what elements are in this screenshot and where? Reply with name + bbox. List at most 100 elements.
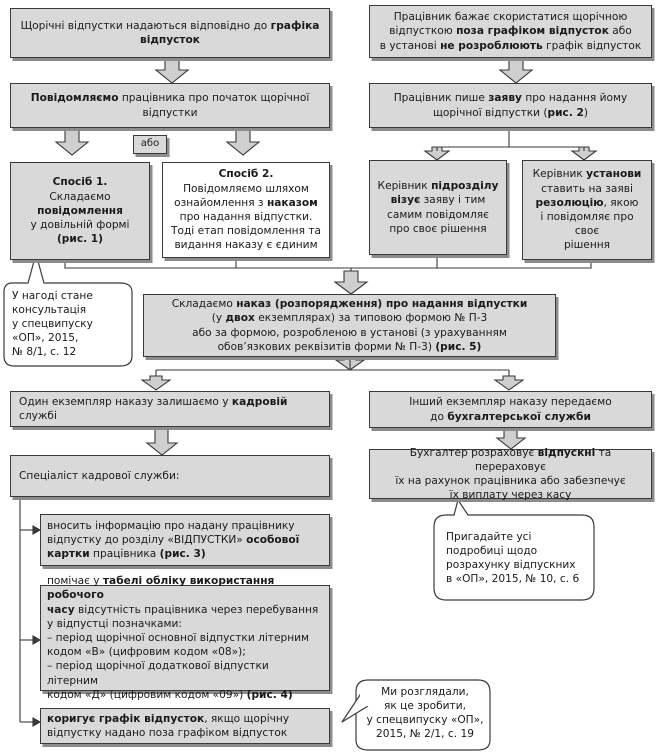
calc-line-1: Пригадайте усі [446, 531, 532, 543]
or-label: або [133, 135, 167, 154]
org-head-line-5: рішення [563, 239, 611, 252]
application-fig: рис. 2 [547, 106, 584, 119]
consult-line-5: № 8/1, с. 12 [12, 346, 77, 358]
order-line-3: або за формою, розробленою в установі (з… [192, 326, 507, 339]
calc-note: Пригадайте усі подробиці щодо розрахунку… [446, 530, 592, 586]
arrow-to-hr-copy [140, 375, 172, 391]
step-card-fig: (рис. 3) [159, 548, 206, 561]
timesheet-line-5: кодом «В» (цифровим кодом «08»); [47, 646, 246, 659]
accountant-line-1a: Бухгалтер розраховує [409, 446, 538, 459]
acc-copy-box: Інший екземпляр наказу передаємо до бухг… [369, 391, 652, 428]
reviewed-line-4: 2015, № 2/1, с. 19 [376, 728, 474, 740]
order-fig: (рис. 5) [435, 340, 482, 353]
off-schedule-line-3a: в установі [379, 39, 441, 52]
method-1-line-3: у довільній формі [30, 219, 130, 232]
step-schedule: коригує графік відпусток, якщо щорічну в… [40, 708, 330, 744]
timesheet-line-6: – період щорічної додаткової відпустки л… [47, 660, 269, 687]
arrow-to-org-head [570, 146, 598, 161]
off-schedule-line-2a: відпусткою [389, 25, 457, 38]
consult-line-2: консультація [12, 304, 87, 316]
reviewed-line-1: Ми розглядали, [381, 686, 469, 698]
unit-head-line-1a: Керівник [377, 180, 432, 193]
step-personal-card: вносить інформацію про надану працівнику… [40, 514, 330, 566]
reviewed-line-2: як це зробити, [384, 700, 466, 712]
method-2-line-4: Тоді етап повідомлення та [171, 225, 321, 238]
acc-copy-bold: бухгалтерської служби [447, 410, 591, 423]
arrow-to-accountant [495, 427, 527, 450]
order-line-2a: (у [211, 312, 226, 325]
unit-head-line-4: про своє рішення [389, 222, 487, 235]
method-2-bold: наказом [266, 196, 318, 209]
bubble-consult [3, 251, 133, 367]
off-schedule-line-2b: або [608, 25, 632, 38]
unit-head-line-3: самим повідомляє [387, 208, 489, 221]
arrow-top-right-to-application [498, 57, 534, 84]
org-head-box: Керівник установи ставить на заяві резол… [522, 160, 652, 260]
step-schedule-line-1b: , якщо щорічну [204, 712, 290, 725]
step-card-bold-2: картки [47, 548, 90, 561]
order-line-2b: екземплярах) за типовою формою № П-3 [254, 312, 488, 325]
method-2-box: Спосіб 2. Повідомляємо шляхом ознайомлен… [162, 162, 330, 258]
accountant-line-1b: та перераховує [475, 446, 612, 473]
schedule-bold-2: відпусток [139, 34, 200, 46]
acc-copy-line-1: Інший екземпляр наказу передаємо [409, 396, 612, 409]
timesheet-line-4: – період щорічної основної відпустки літ… [47, 631, 310, 644]
arrow-to-order [333, 270, 369, 295]
arrow-notify-to-method1 [54, 127, 90, 156]
hr-copy-line-1b: службі [19, 410, 57, 422]
timesheet-line-2b: відсутність працівника через перебування [74, 603, 319, 616]
method-1-box: Спосіб 1. Складаємо повідомлення у довіл… [10, 162, 150, 260]
arrow-to-hr-specialist [145, 427, 179, 456]
timesheet-line-3: у відпустці позначками: [47, 617, 182, 630]
order-box: Складаємо наказ (розпорядження) про нада… [143, 294, 556, 357]
bubble-reviewed [355, 679, 491, 751]
calc-line-2: подробиці щодо [446, 545, 538, 557]
or-text: або [140, 138, 160, 150]
hr-copy-line-1a: Один екземпляр наказу залишаємо у [19, 395, 232, 408]
arrow-top-left-to-notify [154, 57, 190, 84]
calc-line-4: в «ОП», 2015, № 10, с. 6 [446, 573, 580, 585]
accountant-line-3: їх виплату через касу [449, 489, 572, 502]
reviewed-line-3: у спецвипуску «ОП», [366, 714, 484, 726]
hr-copy-box: Один екземпляр наказу залишаємо у кадров… [10, 391, 330, 427]
method-2-line-5: видання наказу є єдиним [174, 239, 318, 252]
order-line-4a: обов’язкових реквізитів форми № П-3) [217, 340, 436, 353]
hr-copy-bold: кадровій [231, 395, 288, 408]
bubble-calc [433, 498, 595, 601]
application-line-2a: щорічної відпустки ( [432, 106, 548, 119]
method-1-fig: (рис. 1) [56, 233, 104, 246]
method-1-title: Спосіб 1. [52, 176, 108, 189]
step-card-line-1: вносить інформацію про надану працівнику [47, 519, 295, 532]
consult-line-4: «ОП», 2015, [12, 332, 79, 344]
application-line-2b: ) [583, 106, 589, 119]
notify-line-2: відпустки [142, 106, 198, 119]
notify-line-1: працівника про початок щорічної [118, 92, 310, 105]
step-schedule-bold: коригує графік відпусток [47, 712, 205, 725]
method-2-line-3: про надання відпустки. [179, 211, 313, 223]
order-bold-2: двох [225, 312, 255, 325]
timesheet-line-1a: помічає у [47, 575, 103, 588]
step-card-line-2: відпустку до розділу «ВІДПУСТКИ» [47, 533, 247, 546]
method-1-bold: повідомлення [37, 204, 123, 217]
org-head-line-3b: , якою [603, 196, 639, 209]
application-line-1a: Працівник пише [393, 92, 489, 105]
consult-line-1: У нагоді стане [12, 290, 93, 302]
unit-head-bold: підрозділу [431, 180, 499, 193]
off-schedule-bold-2: не розроблюють [440, 39, 543, 52]
application-box: Працівник пише заяву про надання йому що… [369, 83, 652, 128]
order-line-1a: Складаємо [171, 298, 237, 311]
unit-head-box: Керівник підрозділу візує заяву і тим са… [369, 160, 507, 255]
off-schedule-line-3b: графік відпусток [542, 39, 642, 52]
schedule-box: Щорічні відпустки надаються відповідно д… [10, 8, 330, 58]
org-head-line-4: і повідомляє про своє [540, 211, 634, 238]
org-head-bold-2: резолюцію [535, 196, 604, 209]
application-bold: заяву [488, 92, 522, 105]
hr-specialist-box: Спеціаліст кадрової служби: [10, 455, 330, 497]
schedule-bold: графіка [270, 19, 320, 32]
off-schedule-box: Працівник бажає скористатися щорічною ві… [369, 5, 652, 58]
org-head-line-1a: Керівник [532, 168, 587, 181]
unit-head-line-2b: заяву і тим [420, 194, 486, 207]
arrow-to-unit-head [423, 146, 451, 161]
accountant-box: Бухгалтер розраховує відпускні та перера… [369, 446, 652, 502]
